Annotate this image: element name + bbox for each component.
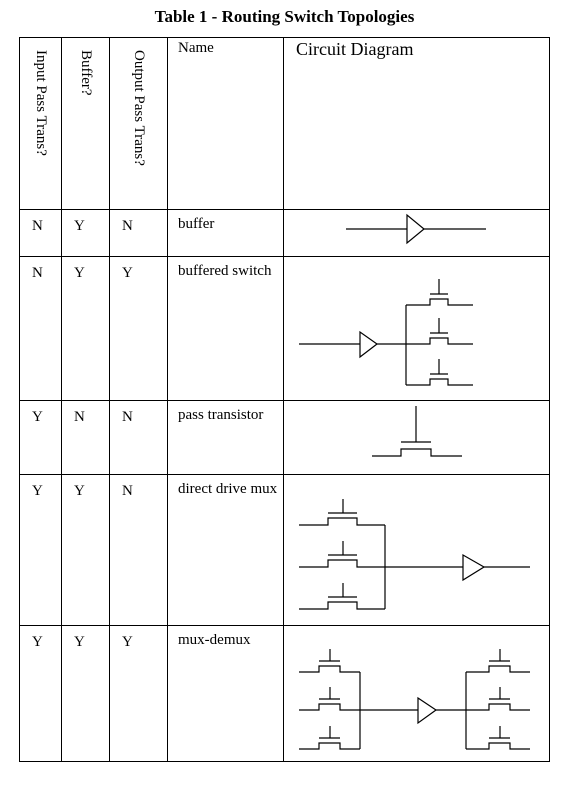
table-row: N Y N buffer — [19, 209, 550, 257]
header-buffer: Buffer? — [61, 37, 110, 210]
mux-demux-circuit-diagram — [299, 649, 530, 750]
cell-diagram — [283, 474, 550, 626]
cell-diagram — [283, 209, 550, 257]
cell-output: N — [109, 474, 168, 626]
cell-output: Y — [109, 256, 168, 401]
buffered-switch-circuit-diagram — [299, 279, 473, 386]
header-name: Name — [167, 37, 284, 210]
cell-output: N — [109, 209, 168, 257]
cell-input: Y — [19, 625, 62, 762]
header-diagram: Circuit Diagram — [283, 37, 550, 210]
table-row: N Y Y buffered switch — [19, 256, 550, 401]
cell-input: N — [19, 256, 62, 401]
pass-transistor-circuit-diagram — [372, 406, 462, 457]
cell-diagram — [283, 256, 550, 401]
direct-drive-mux-circuit-diagram — [299, 499, 530, 610]
buffer-circuit-diagram — [346, 213, 486, 245]
cell-name: buffered switch — [167, 256, 284, 401]
routing-switch-table: Input Pass Trans? Buffer? Output Pass Tr… — [19, 37, 550, 762]
table-row: Y N N pass transistor — [19, 400, 550, 475]
cell-name: buffer — [167, 209, 284, 257]
cell-buffer: Y — [61, 625, 110, 762]
header-input-pass: Input Pass Trans? — [19, 37, 62, 210]
cell-name: direct drive mux — [167, 474, 284, 626]
cell-name: mux-demux — [167, 625, 284, 762]
cell-input: Y — [19, 474, 62, 626]
cell-buffer: N — [61, 400, 110, 475]
cell-buffer: Y — [61, 209, 110, 257]
cell-buffer: Y — [61, 474, 110, 626]
cell-output: Y — [109, 625, 168, 762]
cell-diagram — [283, 400, 550, 475]
cell-buffer: Y — [61, 256, 110, 401]
cell-output: N — [109, 400, 168, 475]
cell-input: Y — [19, 400, 62, 475]
cell-diagram — [283, 625, 550, 762]
cell-input: N — [19, 209, 62, 257]
cell-name: pass transistor — [167, 400, 284, 475]
header-output-pass: Output Pass Trans? — [109, 37, 168, 210]
header-row: Input Pass Trans? Buffer? Output Pass Tr… — [19, 37, 550, 210]
table-title: Table 1 - Routing Switch Topologies — [154, 7, 415, 26]
table-row: Y Y Y mux-demux — [19, 625, 550, 762]
table-row: Y Y N direct drive mux — [19, 474, 550, 626]
